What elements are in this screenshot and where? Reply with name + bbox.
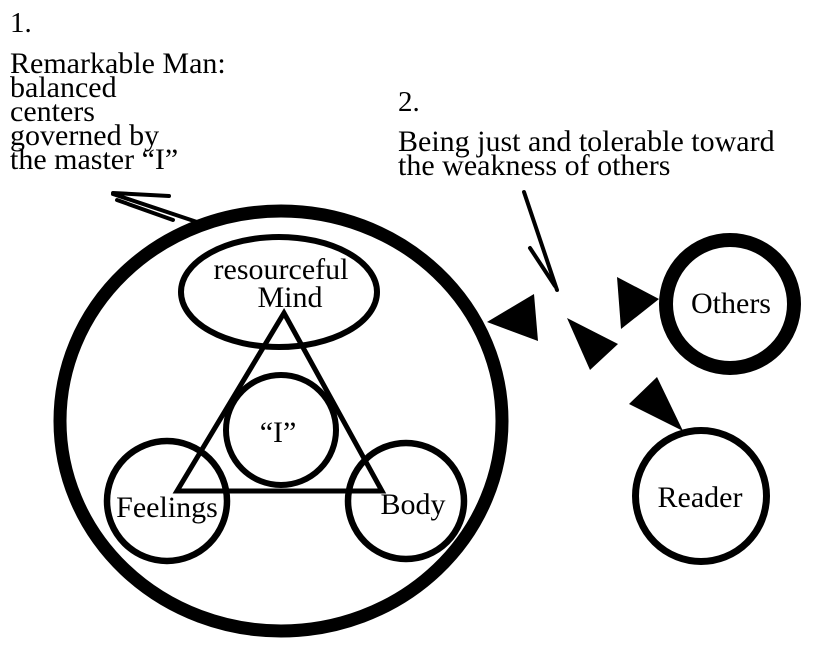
reader-label: Reader — [658, 481, 743, 514]
note2-line-2: the weakness of others — [398, 149, 671, 182]
man-others-arrowhead-left — [487, 294, 538, 341]
note1-number: 1. — [10, 7, 32, 39]
centers-triangle — [172, 307, 387, 494]
man-others-arrow — [487, 277, 659, 341]
feelings-circle — [103, 437, 231, 565]
note1-pointer-arrow — [111, 191, 199, 224]
note2-text: Being just and tolerable toward the weak… — [398, 125, 775, 182]
note1-line-1: Remarkable Man: — [10, 47, 226, 80]
mind-ellipse — [178, 234, 380, 350]
i-label: “I” — [260, 416, 297, 449]
note1-line-3: centers — [10, 95, 95, 128]
body-label: Body — [380, 488, 445, 521]
feelings-label: Feelings — [116, 491, 218, 524]
junction-reader-arrowhead-top — [567, 318, 618, 370]
note1-line-2: balanced — [10, 71, 117, 104]
man-others-arrowhead-right — [617, 277, 659, 329]
mind-label-line2: Mind — [257, 281, 322, 314]
note2-pointer-arrow — [522, 190, 559, 292]
note2-number: 2. — [398, 86, 420, 118]
mind-label-line1: resourceful — [214, 253, 349, 286]
remarkable-man-circle — [53, 204, 509, 638]
note1-line-5: the master “I” — [10, 143, 179, 176]
i-circle — [223, 372, 339, 488]
note2-line-1: Being just and tolerable toward — [398, 125, 775, 158]
others-circle — [659, 233, 801, 375]
note1-line-4: governed by — [10, 119, 160, 152]
junction-reader-arrowhead-bottom — [629, 377, 683, 431]
junction-reader-arrow — [567, 318, 683, 431]
body-circle — [344, 439, 468, 563]
others-label: Others — [691, 287, 771, 320]
reader-circle — [632, 427, 770, 565]
note1-text: Remarkable Man: balanced centers governe… — [10, 47, 226, 176]
